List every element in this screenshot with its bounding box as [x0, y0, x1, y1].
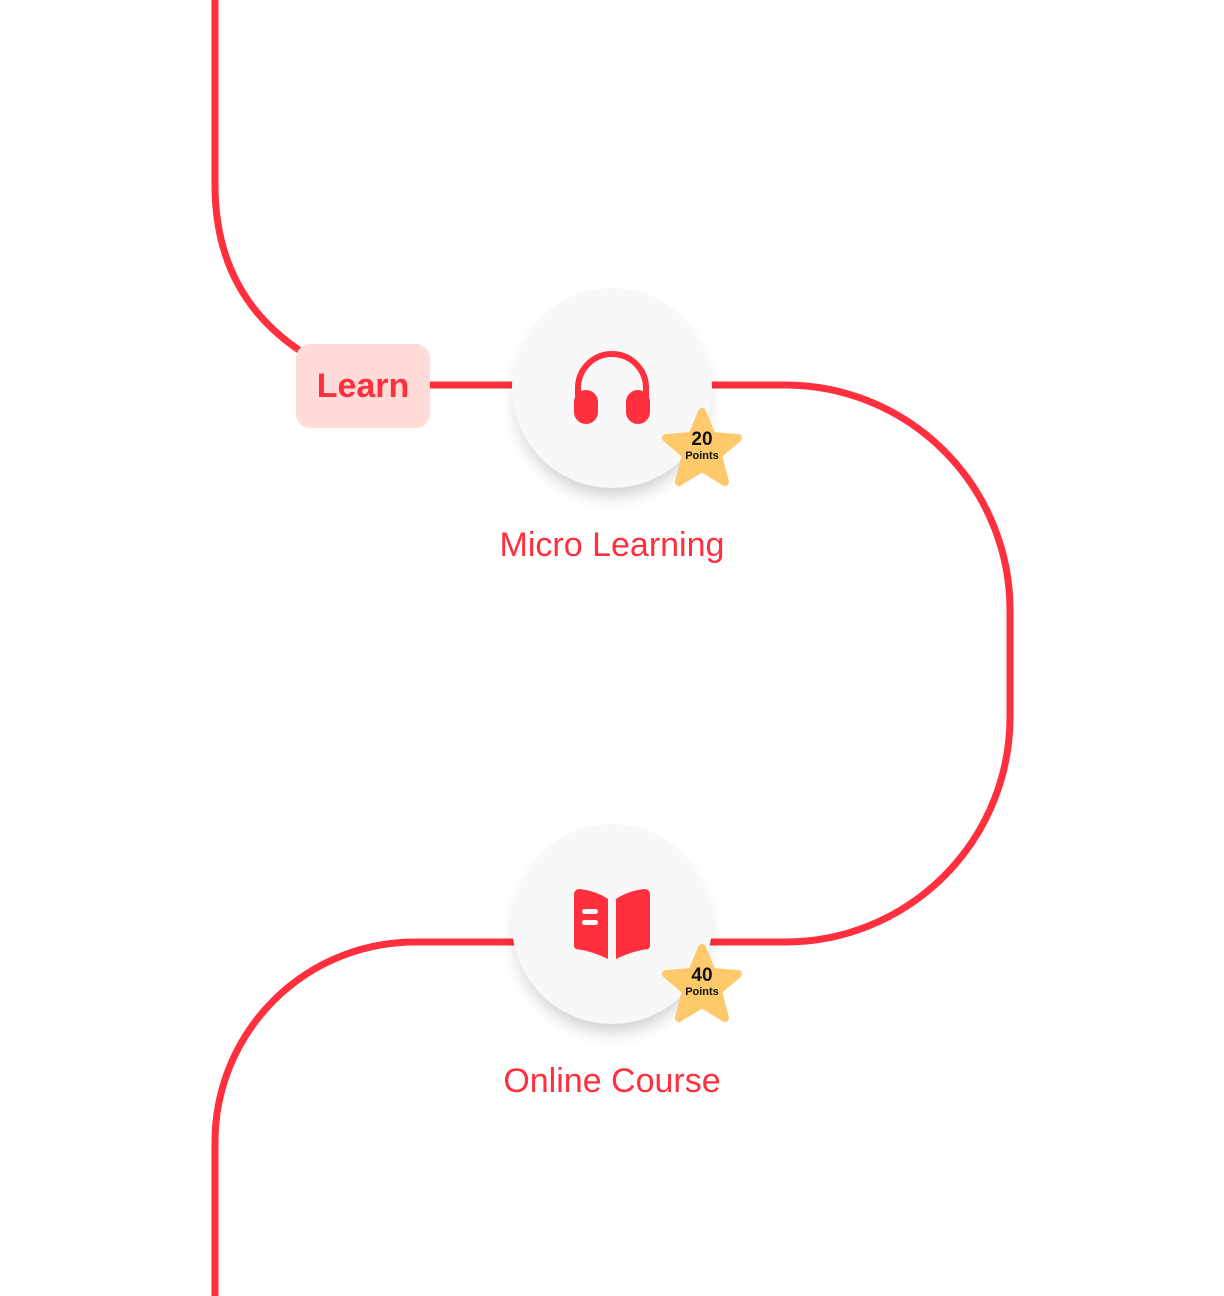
- step-title[interactable]: Micro Learning: [499, 526, 725, 564]
- headphones-icon: [570, 348, 654, 428]
- path-segment-bottom: [211, 938, 515, 1296]
- points-unit: Points: [685, 986, 719, 998]
- open-book-icon: [570, 887, 654, 961]
- star-badge-icon: [662, 408, 742, 486]
- step-node-micro-learning[interactable]: 20 Points: [512, 288, 742, 488]
- step-node-online-course[interactable]: 40 Points: [512, 824, 742, 1024]
- points-badge: 40 Points: [660, 944, 744, 1024]
- star-badge-icon: [662, 944, 742, 1022]
- path-segment-right-loop: [709, 381, 1014, 946]
- points-badge: 20 Points: [660, 408, 744, 488]
- points-value: 20: [691, 429, 713, 450]
- path-segment-top: [211, 0, 304, 355]
- section-chip-learn[interactable]: Learn: [296, 344, 430, 428]
- points-value: 40: [691, 965, 713, 986]
- step-title[interactable]: Online Course: [503, 1062, 721, 1100]
- points-unit: Points: [685, 450, 719, 462]
